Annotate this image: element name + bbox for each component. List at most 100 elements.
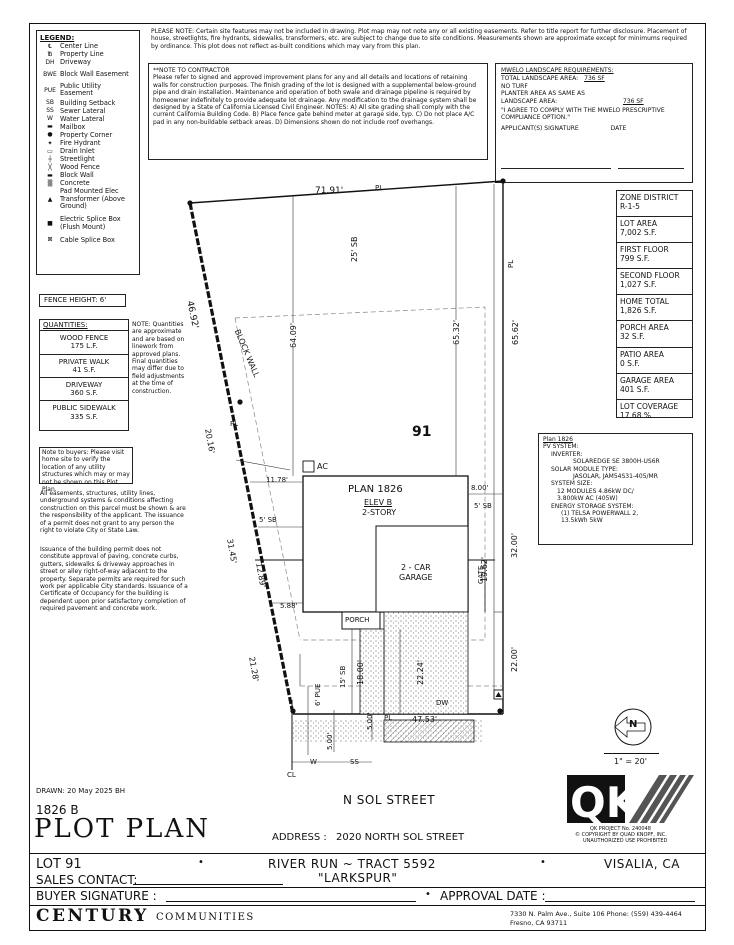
legend-item: ● Property Corner xyxy=(40,131,136,139)
private-walk xyxy=(359,628,385,715)
north-label: N xyxy=(629,719,638,730)
bottom-pl-mark: PL xyxy=(384,714,393,722)
legend-label: Property Corner xyxy=(60,130,113,139)
legend-symbol: ╳ xyxy=(48,163,52,171)
pv-lines: PV SYSTEM:INVERTER:SOLAREDGE SE 3800H-US… xyxy=(543,443,688,524)
legend-symbol: ┼ xyxy=(48,155,52,163)
qk-copyright: © COPYRIGHT BY QUAD KNOPF, INC. xyxy=(575,832,667,838)
pv-line: 3.800kW AC (405W) xyxy=(557,495,618,503)
zoning-label: PATIO AREA xyxy=(620,349,664,359)
mwelo-signature-label: APPLICANT(S) SIGNATURE xyxy=(501,124,579,132)
mwelo-agree: "I AGREE TO COMPLY WITH THE MWELO PRESCR… xyxy=(501,107,665,122)
dim-22: 22.00' xyxy=(510,646,519,672)
legend-symbol: ▬ xyxy=(47,123,53,131)
title-divider-3 xyxy=(29,905,706,906)
zoning-value: 32 S.F. xyxy=(620,332,645,342)
dim-22-24: 22.24' xyxy=(416,659,425,685)
legend-label: Concrete xyxy=(60,179,90,188)
qk-logo: QK xyxy=(567,773,697,827)
quantity-label: WOOD FENCE xyxy=(59,334,109,343)
mwelo-signature-line[interactable] xyxy=(501,168,611,169)
bullet-2: • xyxy=(540,857,546,868)
zoning-value: 799 S.F. xyxy=(620,254,650,264)
zoning-value: 17.68 % xyxy=(620,410,651,420)
legend-label: Water Lateral xyxy=(60,114,105,123)
transformer-marker-glyph xyxy=(495,692,502,697)
legend-symbol: SB xyxy=(46,99,54,107)
sales-contact-field[interactable] xyxy=(133,884,283,885)
mwelo-box: MWELO LANDSCAPE REQUIREMENTS: TOTAL LAND… xyxy=(495,63,693,183)
quantity-value: 335 S.F. xyxy=(70,412,98,421)
top-pl-mark: PL xyxy=(375,184,384,192)
legend-label: Property Line xyxy=(60,50,104,59)
zoning-label: HOME TOTAL xyxy=(620,297,669,307)
quantity-value: 175 L.F. xyxy=(70,342,98,351)
right-pl-mark: PL xyxy=(507,259,515,268)
dim-5-88: 5.88' xyxy=(280,602,298,610)
mwelo-planter-label: PLANTER AREA AS SAME AS LANDSCAPE AREA: xyxy=(501,90,585,105)
approval-date-field[interactable] xyxy=(545,901,695,902)
contractor-note-box: **NOTE TO CONTRACTOR Please refer to sig… xyxy=(148,63,488,160)
legend-symbol: ▲ xyxy=(47,196,53,204)
pv-system-box: Plan 1826 PV SYSTEM:INVERTER:SOLAREDGE S… xyxy=(538,433,693,545)
pv-line: 12 MODULES 4.86kW DC/ xyxy=(557,487,634,495)
legend-symbol: ℔ xyxy=(47,50,53,58)
dim-65-62: 65.62' xyxy=(511,319,520,345)
buyer-signature-field[interactable] xyxy=(166,901,416,902)
quantities-note: NOTE: Quantities are approximate and are… xyxy=(132,321,185,395)
legend-symbol: PUE xyxy=(44,86,56,94)
north-arrow-icon: N xyxy=(611,705,655,749)
quantities-title: QUANTITIES: xyxy=(40,320,128,332)
dim-18: 18.00' xyxy=(356,659,365,685)
address-value: 2020 NORTH SOL STREET xyxy=(336,832,465,843)
zoning-label: LOT AREA xyxy=(620,219,657,229)
company-address-1: 7330 N. Palm Ave., Suite 106 Phone: (559… xyxy=(510,910,682,918)
company-address-2: Fresno, CA 93711 xyxy=(510,919,568,927)
legend-label: Drain Inlet xyxy=(60,147,95,156)
ac-pad[interactable] xyxy=(302,460,315,473)
title-divider-2 xyxy=(29,887,706,888)
buyer-signature-label: BUYER SIGNATURE : xyxy=(36,889,157,903)
zoning-value: 0 S.F. xyxy=(620,358,640,368)
sheet-border xyxy=(29,23,706,931)
scale-label: 1" = 20' xyxy=(614,757,647,766)
legend-symbol: ▭ xyxy=(47,147,53,155)
legend-symbol: W xyxy=(47,115,53,123)
sewer-mark: SS xyxy=(350,758,359,766)
company-name: CENTURY xyxy=(36,906,149,926)
legend-item: ▬ Block Wall xyxy=(40,171,136,179)
city-label: VISALIA, CA xyxy=(604,857,680,871)
mwelo-date-line[interactable] xyxy=(618,168,684,169)
porch-label: PORCH xyxy=(345,616,370,624)
mwelo-no-turf: NO TURF xyxy=(501,82,528,90)
legend-label: Pad Mounted Elec Transformer (Above Grou… xyxy=(60,187,125,211)
water-mark: W xyxy=(310,758,317,766)
quantity-label: PRIVATE WALK xyxy=(58,357,110,366)
legend-symbol: ● xyxy=(47,131,53,139)
legend-label: Block Wall xyxy=(60,171,94,180)
bullet-1: • xyxy=(198,857,204,868)
zoning-label: GARAGE AREA xyxy=(620,375,674,385)
garage[interactable] xyxy=(375,525,469,613)
top-width-dim: 71.91' xyxy=(315,186,344,196)
property-corner-marker xyxy=(237,399,243,405)
legend-item: W Water Lateral xyxy=(40,115,136,123)
zoning-label: FIRST FLOOR xyxy=(620,245,669,255)
address-label: ADDRESS : xyxy=(272,832,327,843)
legend-item: ▲ Pad Mounted Elec Transformer (Above Gro… xyxy=(40,188,136,212)
legend-label: Streetlight xyxy=(60,155,95,164)
legend-item: ■Electric Splice Box (Flush Mount) xyxy=(40,212,136,236)
legend-item: ▒Concrete xyxy=(40,179,136,187)
legend-symbol: SS xyxy=(46,107,54,115)
legend-symbol: DH xyxy=(45,58,55,66)
legend-symbol: ▬ xyxy=(47,171,53,179)
legend-title: LEGEND: xyxy=(40,34,75,42)
legend-label: Mailbox xyxy=(60,122,86,131)
dim-8: 8.00' xyxy=(471,484,489,492)
legend-item: ✦Fire Hydrant xyxy=(40,139,136,147)
